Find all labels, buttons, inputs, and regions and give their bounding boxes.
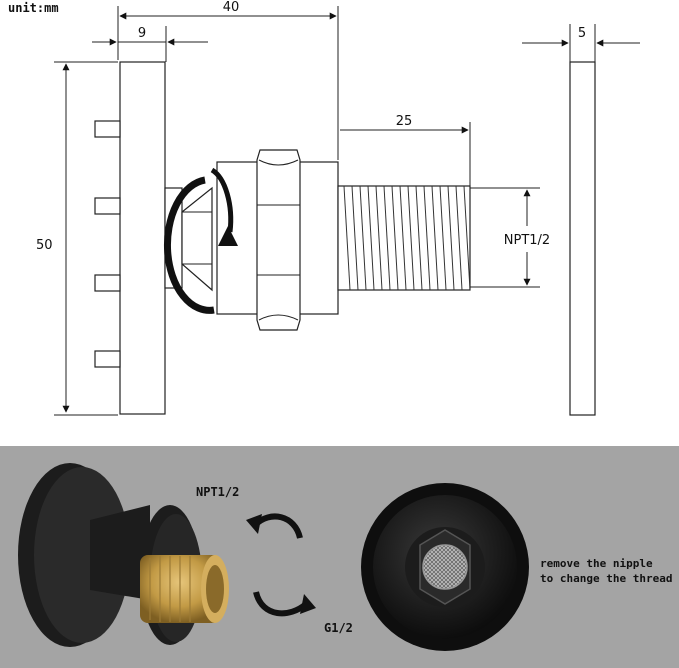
dim-total-length: 40 [117,0,339,160]
dim-thread-length-label: 25 [396,114,413,129]
body-drawing [164,149,339,331]
rotate-arrow-top-icon [246,513,303,539]
product-front-photo [361,483,529,651]
dim-thread-type: NPT1/2 [470,187,550,288]
dim-flange-thickness-label: 9 [138,26,146,41]
dim-flange-thickness: 9 [92,26,208,62]
dim-thread-length: 25 [340,114,471,186]
dim-height: 50 [36,61,118,416]
thread-drawing [337,185,471,291]
plate-drawing: 5 [522,24,640,416]
rotation-arrow-icon [164,176,215,314]
product-side-photo [18,463,229,647]
dim-thread-type-label: NPT1/2 [504,233,550,248]
photo-label-npt: NPT1/2 [196,485,239,499]
dim-plate-thickness-label: 5 [578,26,586,41]
note-line-2: to change the thread [540,572,672,585]
dim-total-length-label: 40 [223,0,240,15]
unit-label: unit:mm [8,1,59,15]
note-line-1: remove the nipple [540,557,653,570]
rotate-arrow-bottom-icon [253,591,316,617]
dim-height-label: 50 [36,238,53,253]
photo-label-g: G1/2 [324,621,353,635]
